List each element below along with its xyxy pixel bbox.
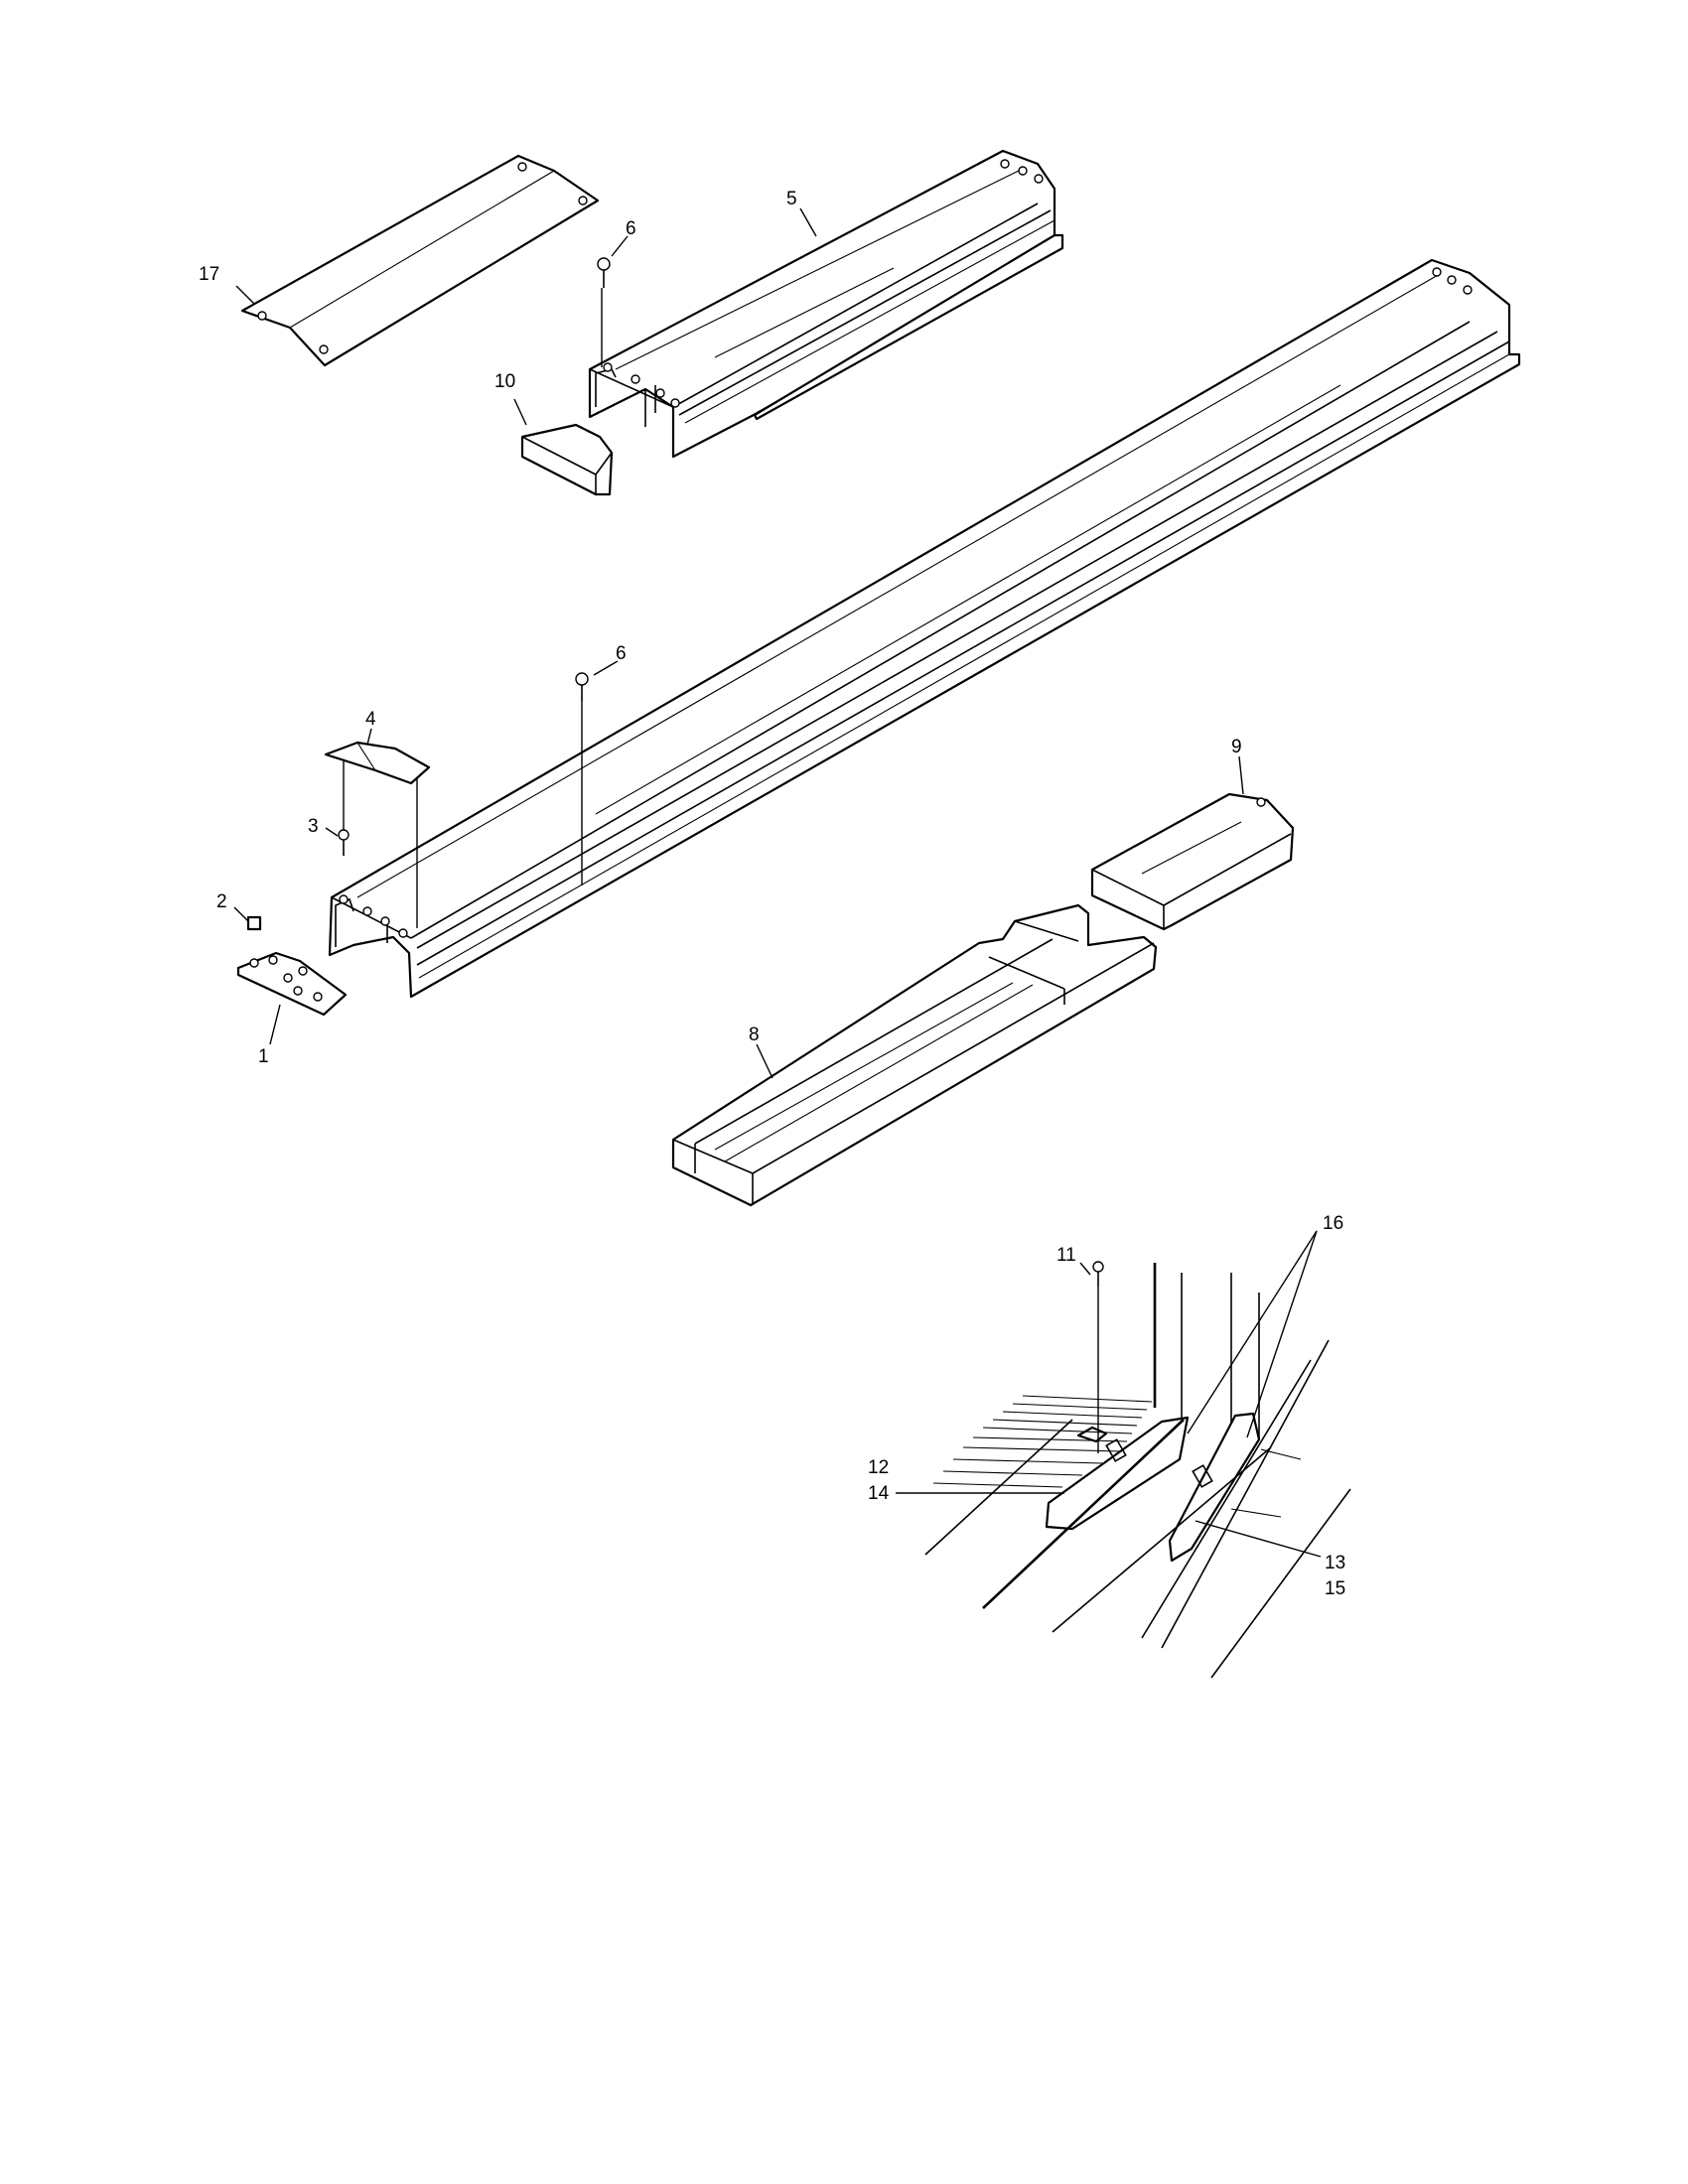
part-17-cover-plate	[240, 154, 600, 367]
part-2-nut	[246, 915, 262, 931]
part-10-end-cap	[520, 423, 614, 496]
part-8-frame	[671, 903, 1158, 1207]
main-rail	[328, 258, 1521, 999]
callout-5: 5	[786, 189, 797, 209]
detail-installation-view	[924, 1261, 1351, 1679]
hatched-surface	[932, 1395, 1153, 1488]
callout-3: 3	[308, 816, 319, 837]
callout-12: 12	[868, 1457, 889, 1478]
part-9-cap-block	[1090, 792, 1295, 931]
part-6-screw-upper	[597, 257, 611, 367]
callout-15: 15	[1325, 1578, 1345, 1599]
callout-11: 11	[1056, 1245, 1076, 1266]
callout-8: 8	[749, 1024, 760, 1045]
part-4-small-plate	[324, 741, 431, 928]
callout-13: 13	[1325, 1553, 1345, 1573]
leader-lines	[233, 207, 1322, 1558]
callout-14: 14	[868, 1483, 890, 1504]
callout-16: 16	[1323, 1213, 1343, 1234]
part-3-screw	[338, 829, 350, 856]
callout-10: 10	[494, 371, 515, 392]
callout-labels: 17 5 6 10 6 4 9 3 2 1 8 16 11 12 14 13 1…	[199, 189, 1345, 1599]
callout-17: 17	[199, 264, 219, 285]
callout-6-lower: 6	[616, 643, 627, 664]
part-6-screw-lower	[575, 672, 589, 886]
part-1-mounting-plate	[236, 951, 348, 1017]
callout-9: 9	[1231, 737, 1242, 757]
callout-4: 4	[365, 709, 376, 730]
callout-2: 2	[216, 891, 227, 912]
callout-6-upper: 6	[626, 218, 636, 239]
part-5-upper-channel	[588, 149, 1064, 459]
callout-1: 1	[258, 1046, 269, 1067]
